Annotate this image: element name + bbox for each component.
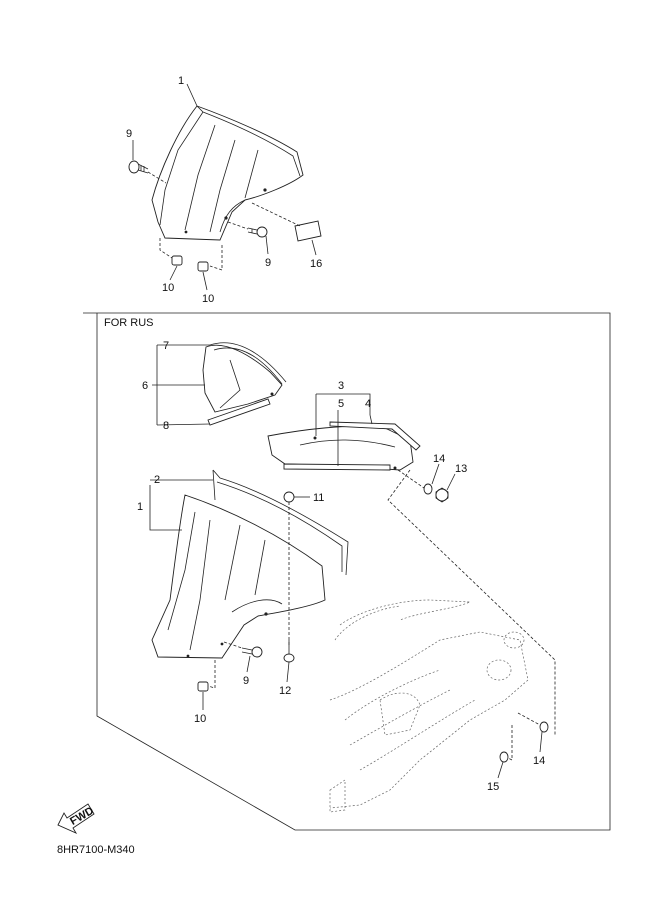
bolt-icon [241, 646, 263, 658]
leader-13 [446, 473, 456, 491]
leader-16-dash [251, 202, 301, 227]
washer-icon [423, 483, 433, 495]
callout-8: 8 [163, 420, 169, 432]
leader-12 [286, 661, 290, 683]
callout-13: 13 [455, 463, 467, 475]
leader-14-lower [539, 731, 543, 753]
leader-14-upper-dash [397, 469, 425, 489]
callout-6: 6 [142, 380, 148, 392]
callout-3: 3 [338, 380, 344, 392]
callout-2: 2 [154, 474, 160, 486]
callout-14-lower: 14 [533, 755, 545, 767]
callout-10-top-b: 10 [202, 293, 214, 305]
fwd-arrow-icon: FWD [57, 803, 96, 834]
leader-9-top-right-dash [227, 221, 249, 230]
leader-10a-dash [159, 238, 173, 259]
leader-9-top-left-dash [147, 171, 167, 184]
leader-4 [369, 414, 373, 425]
leader-16 [311, 239, 317, 256]
side-cover [267, 421, 421, 471]
leader-9-rus-dash [223, 641, 243, 649]
callout-9-top-right: 9 [265, 257, 271, 269]
leader-14-lower-dash [517, 712, 541, 726]
screw-icon [499, 751, 509, 763]
grommet-icon [171, 255, 209, 272]
leader-15-dash [507, 725, 513, 761]
leader-10b-dash [209, 245, 223, 271]
callout-11: 11 [313, 492, 324, 504]
leader-10-top-b [202, 271, 208, 291]
leader-10-top-a [169, 265, 178, 281]
washer-icon [539, 721, 549, 733]
fwd-label: FWD [68, 805, 96, 828]
frame-title: FOR RUS [104, 317, 154, 329]
bracket-1-rus [149, 485, 182, 531]
leader-9-rus [246, 655, 251, 673]
leader-15 [497, 761, 504, 779]
callout-10-top-a: 10 [162, 282, 174, 294]
callout-10-rus: 10 [194, 713, 206, 725]
callout-14-upper: 14 [433, 453, 445, 465]
callout-9-rus: 9 [243, 675, 249, 687]
callout-4: 4 [365, 398, 371, 410]
motorcycle-front-outline [329, 599, 529, 813]
label-sticker-icon [294, 220, 322, 242]
nose-cowl [202, 342, 287, 426]
callout-1-top: 1 [178, 75, 184, 87]
callout-5: 5 [338, 398, 344, 410]
screw-icon [283, 640, 295, 663]
windshield-top [151, 105, 304, 241]
leader-8 [156, 423, 211, 426]
leader-1-top [186, 83, 198, 107]
callout-16: 16 [310, 258, 322, 270]
leader-10-rus-dash [207, 660, 216, 689]
bolt-icon [247, 226, 268, 238]
grommet-icon [197, 681, 209, 692]
windshield-rus [151, 469, 349, 659]
bolt-icon [435, 487, 449, 503]
for-rus-frame [83, 312, 611, 831]
callout-1-rus: 1 [137, 501, 143, 513]
leader-9-top-right [265, 235, 269, 255]
callout-9-top-left: 9 [126, 128, 132, 140]
callout-12: 12 [279, 685, 291, 697]
bracket-3 [316, 393, 371, 415]
callout-7: 7 [163, 340, 169, 352]
diagram-code: 8HR7100-M340 [57, 844, 135, 856]
nut-icon [283, 491, 295, 503]
callout-15: 15 [487, 781, 499, 793]
frame-leader-13-14 [387, 469, 556, 735]
bolt-icon [128, 160, 149, 174]
leader-14-upper [431, 463, 440, 485]
